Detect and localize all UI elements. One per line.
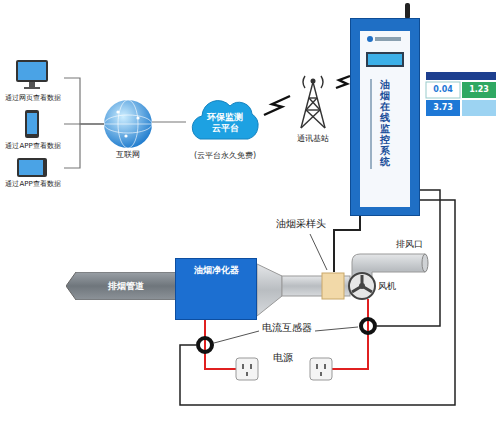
fan-icon <box>349 273 375 299</box>
wireless-link <box>336 76 350 88</box>
exhaust-opening <box>422 254 428 272</box>
tower-brace <box>306 109 320 110</box>
cloud-outline <box>192 101 258 139</box>
signal-arc <box>303 76 305 88</box>
tower-top <box>311 79 316 84</box>
display-cell <box>426 82 460 98</box>
outlet-slot <box>250 364 252 369</box>
globe-dot <box>116 110 119 113</box>
logo-bar <box>375 37 401 41</box>
outlet-slot <box>324 364 326 369</box>
globe-dot <box>136 116 139 119</box>
tower-brace <box>306 110 325 128</box>
device-label: 通过网页查看数据 <box>2 58 64 104</box>
globe-parallel <box>104 115 152 133</box>
cabinet-screen <box>366 52 404 67</box>
reading-value: 3.73 <box>426 100 460 116</box>
power-wire <box>205 320 236 369</box>
logo-mark <box>367 36 373 42</box>
monitor-stand <box>29 82 35 87</box>
outlet-slot <box>242 364 244 369</box>
device-label: 通过APP查看数据 <box>2 108 64 152</box>
fan-node: 风机 <box>348 272 404 300</box>
globe-equator <box>104 124 152 125</box>
phone-screen <box>27 113 37 134</box>
base-station: 通讯基站 <box>290 74 336 146</box>
fan-blades <box>352 275 372 292</box>
part-label: 电源 <box>273 352 293 364</box>
cabinet-panel <box>360 31 410 207</box>
reading-value: 1.23 <box>462 82 496 98</box>
leader-line <box>214 331 259 343</box>
cloud-platform: 环保监测云平台 (云平台永久免费) <box>186 95 264 163</box>
display-cell <box>462 82 496 98</box>
network-line <box>152 121 186 122</box>
globe-icon <box>104 100 152 148</box>
monitor-screen <box>18 62 46 80</box>
display-header <box>426 72 496 80</box>
outlet-slot <box>246 372 248 376</box>
display-cell <box>426 100 460 116</box>
sampling-pipe <box>334 216 360 272</box>
reading-value: 0.04 <box>426 82 460 98</box>
fan-hub <box>359 283 365 289</box>
power-wire <box>332 299 368 369</box>
monitor-cabinet: 油烟在线监控系统 <box>350 18 420 216</box>
current-transformer <box>198 338 212 352</box>
wireless-link <box>264 96 290 115</box>
outlet-slot <box>320 372 322 376</box>
part-label: 电流互感器 <box>262 322 312 334</box>
tower-icon <box>301 76 325 128</box>
outlet-slot <box>316 364 318 369</box>
tower-brace <box>301 110 320 128</box>
part-label: 排风口 <box>396 239 423 250</box>
internet-globe: 互联网 <box>104 100 152 162</box>
node-note: (云平台永久免费) <box>194 151 256 161</box>
part-label: 油烟采样头 <box>276 218 326 230</box>
leader-line <box>310 234 327 270</box>
power-outlet <box>310 358 332 380</box>
node-label: 通过网页查看数据 <box>5 94 61 103</box>
tower-brace <box>306 98 317 110</box>
monitor-base <box>24 87 40 89</box>
sampling-head <box>322 273 344 299</box>
network-line <box>64 124 104 168</box>
purifier-box: 油烟净化器 <box>175 258 257 320</box>
power-outlet <box>236 358 258 380</box>
panel-stripe <box>370 79 372 169</box>
leader-line <box>315 327 358 331</box>
node-label: 环保监测云平台 <box>205 112 245 134</box>
monitor-icon <box>16 60 48 82</box>
network-line <box>64 78 104 124</box>
phone-icon <box>25 110 39 138</box>
device-label: 通过APP查看数据 <box>2 156 64 190</box>
globe-dot <box>124 134 127 137</box>
node-label: 通过APP查看数据 <box>5 142 60 151</box>
screen-glass <box>368 54 402 65</box>
antenna <box>405 3 410 19</box>
node-label: 通讯基站 <box>297 134 329 144</box>
current-transformer <box>361 319 375 333</box>
node-label: 油烟净化器 <box>194 264 239 277</box>
display-cell <box>462 100 496 116</box>
duct-outline <box>66 272 176 300</box>
node-label: 互联网 <box>116 150 140 160</box>
node-label: 排烟管道 <box>108 272 144 300</box>
node-label: 通过APP查看数据 <box>5 180 60 189</box>
exhaust-duct: 排烟管道 <box>66 272 176 300</box>
node-label: 风机 <box>378 272 396 300</box>
node-label: 油烟在线监控系统 <box>380 79 390 167</box>
tablet-icon <box>17 158 47 177</box>
tablet-screen <box>19 160 43 175</box>
signal-arc <box>321 76 323 88</box>
duct-taper <box>257 264 282 316</box>
